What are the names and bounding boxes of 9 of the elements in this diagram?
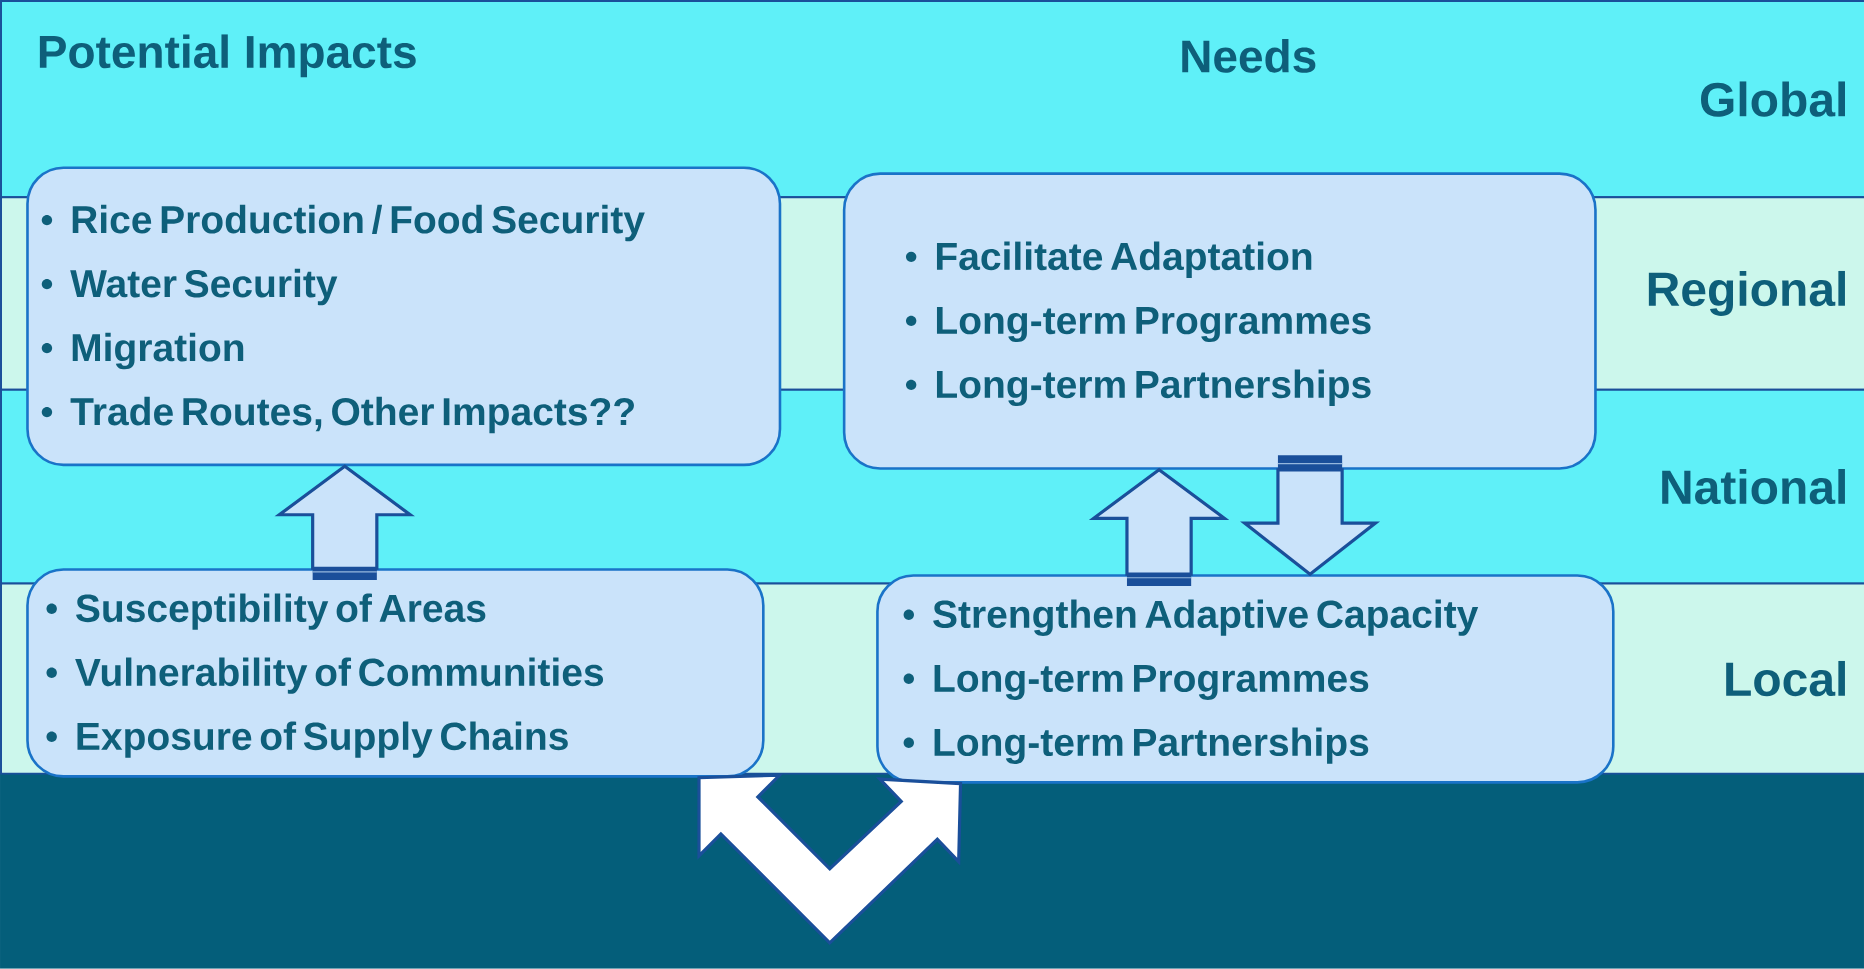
bullet-list-box: Strengthen Adaptive Capacity Long-term Programmes Long-term Partnerships [876, 574, 1615, 784]
block-arrow [274, 464, 415, 570]
column-heading: Needs [1182, 39, 1316, 73]
block-arrow [1088, 467, 1230, 576]
column-heading: Potential Impacts [39, 34, 416, 78]
bullet-list-box: Susceptibility of Areas Vulnerability of Communities Exposure of Supply Chains [26, 568, 765, 778]
block-arrow [1240, 468, 1381, 577]
bullet-list-box: Facilitate Adaptation Long-term Programmes Long-term Partnerships [842, 172, 1597, 470]
bullet-list-box: Rice Production / Food Security Water Security Migration Trade Routes, Other Impacts?? [26, 166, 782, 467]
